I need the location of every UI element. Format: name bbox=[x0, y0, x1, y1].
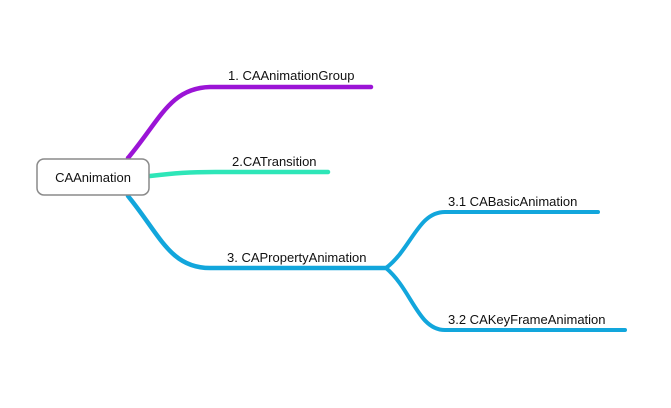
branch-line-property-animation bbox=[125, 193, 389, 271]
branch-line-basic-animation bbox=[384, 210, 600, 270]
branch-line-animation-group bbox=[125, 84, 374, 161]
node-label-keyframe-animation[interactable]: 3.2 CAKeyFrameAnimation bbox=[448, 312, 606, 327]
root-node-box bbox=[36, 158, 150, 196]
node-label-transition[interactable]: 2.CATransition bbox=[232, 154, 317, 169]
node-label-basic-animation[interactable]: 3.1 CABasicAnimation bbox=[448, 194, 577, 209]
branch-line-transition bbox=[147, 169, 331, 179]
node-label-animation-group[interactable]: 1. CAAnimationGroup bbox=[228, 68, 354, 83]
node-label-property-animation[interactable]: 3. CAPropertyAnimation bbox=[227, 250, 366, 265]
root-node[interactable]: CAAnimation bbox=[36, 158, 150, 196]
branch-line-keyframe-animation bbox=[384, 266, 627, 332]
root-node-label: CAAnimation bbox=[55, 170, 131, 185]
